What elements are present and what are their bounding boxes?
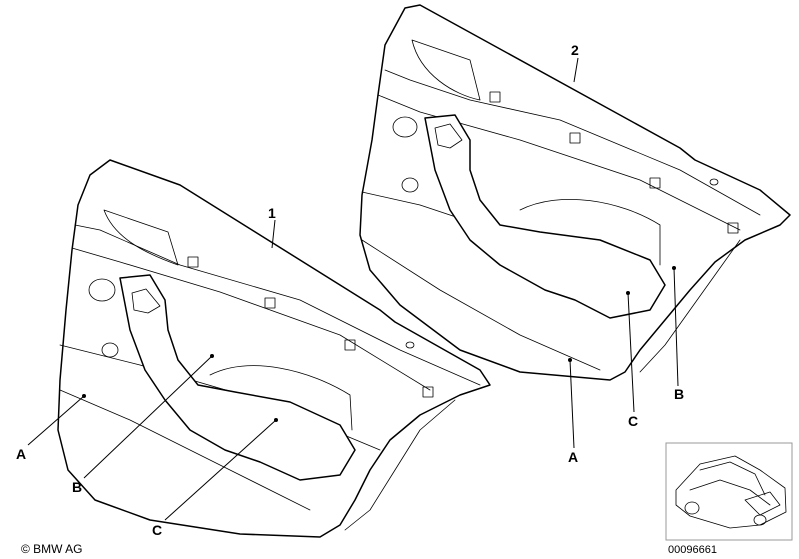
copyright-text: © BMW AG <box>21 542 83 556</box>
label-part-2: 2 <box>571 42 579 58</box>
diagram-number: 00096661 <box>668 544 717 556</box>
label-a-right: A <box>568 449 578 465</box>
leader-lines <box>27 57 679 521</box>
label-part-1: 1 <box>268 205 276 221</box>
door-panel-1 <box>57 159 491 538</box>
vehicle-locator-inset <box>665 442 793 541</box>
label-a-left: A <box>16 446 26 462</box>
label-b-left: B <box>72 479 82 495</box>
label-b-right: B <box>674 386 684 402</box>
label-c-right: C <box>628 413 638 429</box>
door-panel-2 <box>359 4 791 381</box>
label-c-left: C <box>152 522 162 538</box>
